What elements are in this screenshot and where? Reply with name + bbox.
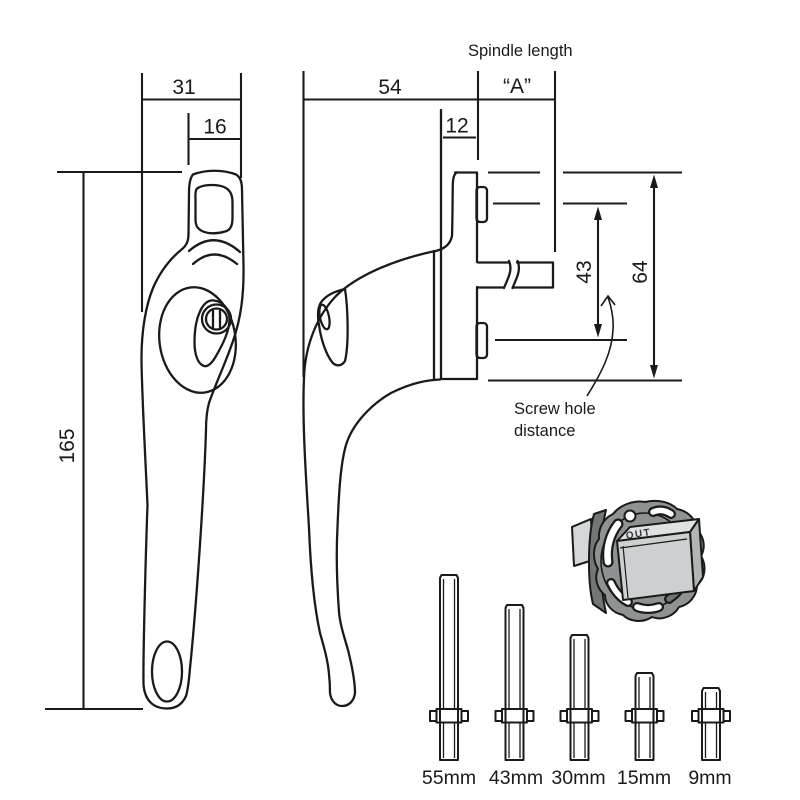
dimension-31: 31 <box>140 73 243 312</box>
front-lock-outer-circle <box>200 303 233 335</box>
screw-hole-leader-arrowhead <box>600 294 616 307</box>
screw-hole-leader-arrow <box>586 296 614 397</box>
label-55mm: 55mm <box>422 767 476 789</box>
side-spindle <box>476 259 555 290</box>
front-lock-teardrop <box>193 299 231 368</box>
spindle-9mm <box>691 687 731 761</box>
screw-hole-label-line2: distance <box>514 422 575 440</box>
dim-64-arrow-down <box>650 365 658 379</box>
dim-165-text: 165 <box>56 428 79 463</box>
spindle-size-labels: 55mm 43mm 30mm 15mm 9mm <box>422 767 732 789</box>
label-9mm: 9mm <box>688 767 731 789</box>
spindle-55mm <box>429 574 469 761</box>
dim-12-text: 12 <box>445 115 468 138</box>
label-15mm: 15mm <box>617 767 671 789</box>
spindle-set <box>429 574 731 761</box>
adapter-square-drive <box>616 518 704 601</box>
front-collar-arc-upper <box>187 239 242 254</box>
screw-hole-label-line1: Screw hole <box>514 400 596 418</box>
dim-54-text: 54 <box>378 76 402 99</box>
dimension-12: 12 <box>443 115 476 139</box>
front-grip-hole <box>150 640 184 703</box>
side-backplate-top-right <box>453 171 479 264</box>
dimension-54-A: 54 “A” <box>302 71 557 377</box>
front-ring-hole <box>194 183 234 235</box>
front-handle-outline <box>140 169 245 710</box>
dim-43-arrow-up <box>594 206 602 220</box>
dimension-64: 64 <box>488 171 682 382</box>
front-collar-arc-lower <box>191 253 239 266</box>
spindle-15mm <box>624 672 665 761</box>
spindle-30mm <box>559 634 600 761</box>
side-screw-top <box>475 185 489 224</box>
dimension-16: 16 <box>187 113 241 165</box>
front-view-handle <box>140 169 245 710</box>
dim-16-text: 16 <box>203 116 226 139</box>
dim-31-text: 31 <box>172 76 195 99</box>
label-43mm: 43mm <box>489 767 543 789</box>
side-backplate-bottom-right <box>439 285 479 381</box>
spindle-adapter-illustration: OUT <box>571 499 706 622</box>
side-thumb-tab-detail <box>318 303 331 331</box>
side-thumb-tab <box>316 287 349 367</box>
spindle-length-label: Spindle length <box>468 42 573 60</box>
dim-43-text: 43 <box>573 260 596 283</box>
side-view-handle <box>302 108 555 708</box>
dim-A-text: “A” <box>503 75 531 98</box>
dimension-43: 43 <box>493 202 627 342</box>
front-lock-inner-circle <box>204 307 229 331</box>
label-30mm: 30mm <box>551 767 605 789</box>
front-boss-oval <box>158 286 237 394</box>
spindle-43mm <box>494 604 535 761</box>
dim-64-text: 64 <box>629 260 652 284</box>
screw-hole-annotation: Screw hole distance <box>514 294 616 440</box>
dim-64-arrow-up <box>650 174 658 188</box>
dimension-165: 165 <box>45 170 182 711</box>
side-screw-bottom <box>475 321 489 360</box>
dim-43-arrow-down <box>594 324 602 338</box>
adapter-out-label: OUT <box>625 527 652 542</box>
side-grip-outline <box>302 171 458 708</box>
